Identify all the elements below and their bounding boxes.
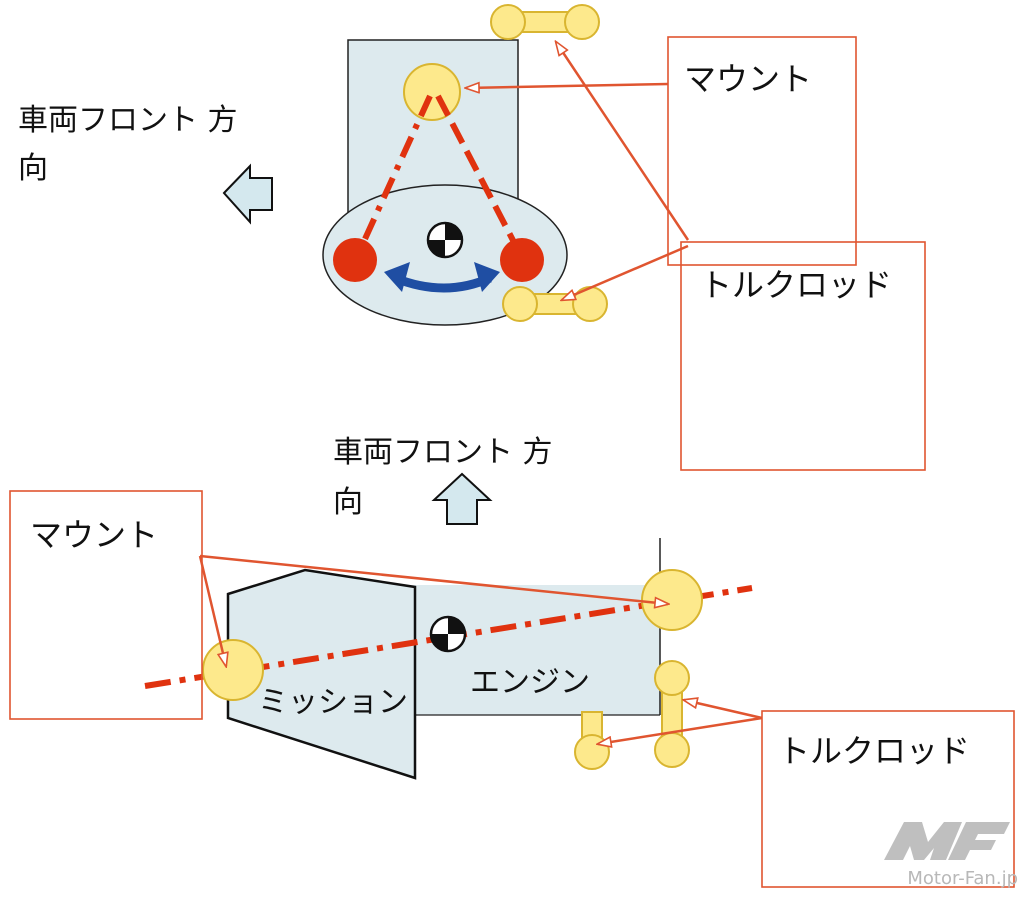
top-front-direction-line2: 向 xyxy=(18,151,48,186)
engine-label: エンジン xyxy=(470,665,590,700)
top-mount-label: マウント xyxy=(684,60,812,98)
top-front-arrow-icon xyxy=(222,163,273,225)
engine-mount-circle xyxy=(641,569,703,631)
motor-fan-watermark: Motor-Fan.jp xyxy=(884,822,1018,889)
top-view-diagram: 車両フロント 方 向 xyxy=(18,4,926,471)
bottom-mount-callout-box xyxy=(9,490,203,720)
bottom-front-arrow-icon xyxy=(431,472,493,525)
bottom-torque-rod-callout-box xyxy=(761,710,1015,888)
top-torque-rod-label: トルクロッド xyxy=(700,266,892,304)
top-torque-rod-lower xyxy=(502,286,608,322)
top-roll-axis-right xyxy=(435,94,521,252)
top-torque-rod-leader-lower xyxy=(562,244,689,300)
top-torque-rod-upper xyxy=(490,4,600,40)
motor-fan-logo-icon xyxy=(884,822,1010,860)
bottom-torque-rod-leader-right xyxy=(684,700,763,720)
side-view-diagram: 車両フロント 方 向 ミッション エンジン xyxy=(9,435,1015,888)
top-mount-leader xyxy=(466,84,669,88)
top-torque-rod-callout-box xyxy=(680,241,926,471)
bottom-front-direction-line2: 向 xyxy=(333,485,363,520)
top-roll-mount-left xyxy=(333,238,377,282)
bottom-mount-leader-transmission xyxy=(198,555,226,666)
bottom-torque-rod-leader-left xyxy=(598,716,763,744)
top-roll-mount-right xyxy=(500,238,544,282)
transmission-mount-circle xyxy=(202,639,264,701)
top-torque-rod-leader-upper xyxy=(556,42,690,241)
side-center-of-gravity-icon xyxy=(429,615,467,653)
bottom-mount-label: マウント xyxy=(30,516,158,554)
watermark-site-text: Motor-Fan.jp xyxy=(907,868,1018,889)
top-center-of-gravity-icon xyxy=(426,221,464,259)
transmission-label: ミッション xyxy=(258,685,408,720)
top-front-direction-line1: 車両フロント 方 xyxy=(18,103,238,138)
top-mount-circle xyxy=(403,63,461,121)
top-roll-axis-left xyxy=(357,94,433,252)
bottom-mount-leader-engine xyxy=(199,554,668,604)
bottom-torque-rod-label: トルクロッド xyxy=(778,732,970,770)
top-mount-callout-box xyxy=(667,36,857,266)
bottom-front-direction-line1: 車両フロント 方 xyxy=(333,435,553,470)
side-torque-rod-left xyxy=(574,711,610,770)
top-roll-rotation-arrow-icon xyxy=(384,262,500,293)
